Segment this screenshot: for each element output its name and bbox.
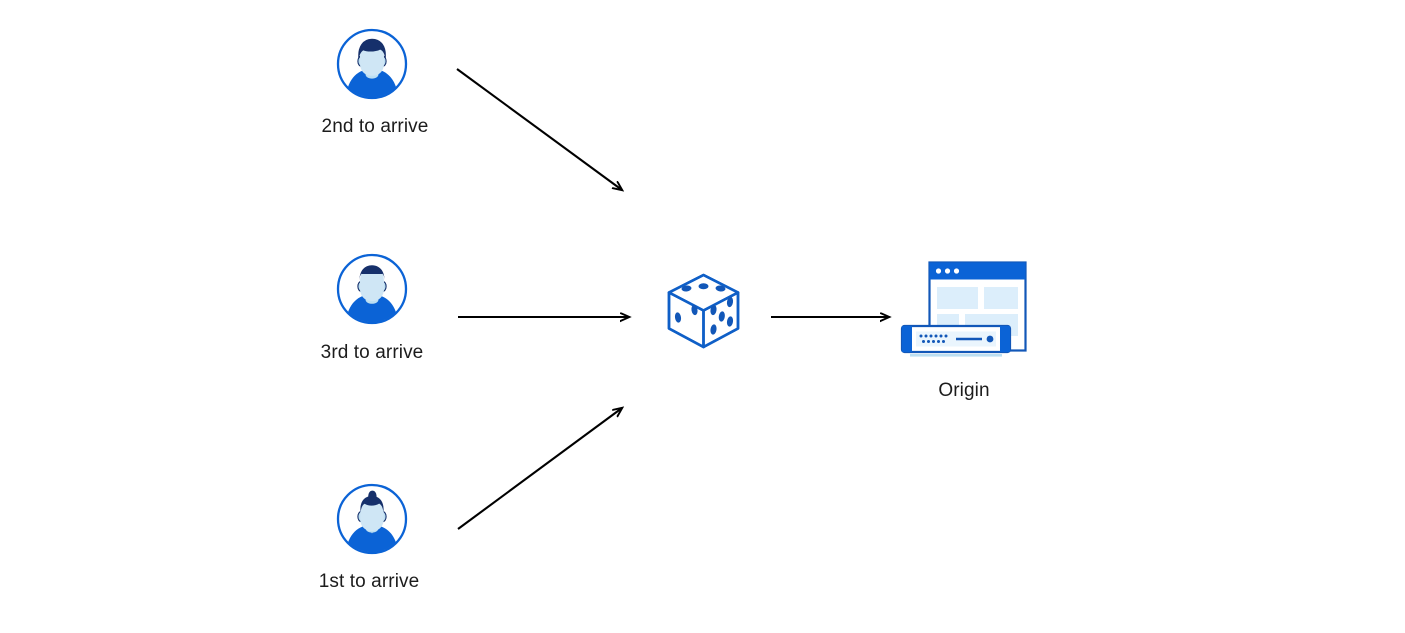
arrow-1st-to-dice (457, 408, 622, 530)
origin-server-label: Origin (938, 380, 990, 401)
node-origin-server (896, 256, 1036, 366)
server-device-shape (900, 324, 1012, 357)
node-load-balancer (662, 270, 746, 354)
node-visitor-3rd (336, 253, 408, 325)
visitor-1st-label: 1st to arrive (318, 571, 420, 592)
user-avatar-icon (336, 253, 408, 325)
user-avatar-icon (336, 28, 408, 100)
arrow-2nd-to-dice (456, 68, 622, 190)
origin-server-icon (900, 261, 1027, 357)
visitor-3rd-label: 3rd to arrive (320, 342, 424, 363)
node-visitor-1st (336, 483, 408, 555)
visitor-2nd-label: 2nd to arrive (321, 116, 429, 137)
dice-icon (667, 273, 740, 349)
user-avatar-icon (336, 483, 408, 555)
node-visitor-2nd (336, 28, 408, 100)
